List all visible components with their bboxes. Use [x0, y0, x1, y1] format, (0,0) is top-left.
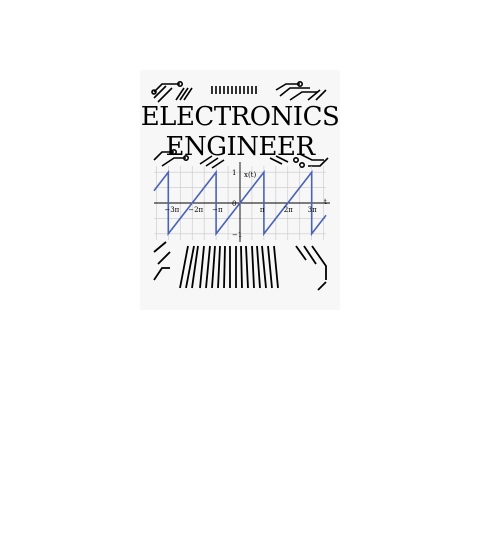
y-tick-label: 0 — [232, 200, 236, 208]
x-axis-label: t — [324, 198, 327, 206]
x-tick-label: −2π — [188, 206, 203, 214]
y-axis-label: x(t) — [244, 171, 256, 179]
bottom-circuit-traces — [153, 241, 327, 291]
x-tick-label: −π — [212, 206, 223, 214]
circuit-artwork: −3π −2π −π π 2π 3π 1 0 −1 x(t) t — [151, 81, 330, 291]
title-line-electronics: ELECTRONICS — [140, 102, 340, 132]
shirt-design: −3π −2π −π π 2π 3π 1 0 −1 x(t) t ELECTRONICS ENG… — [140, 70, 340, 310]
x-tick-label: −3π — [164, 206, 179, 214]
top-circuit-traces — [151, 81, 327, 103]
x-tick-label: 3π — [308, 206, 317, 214]
y-tick-label: 1 — [232, 169, 236, 177]
sawtooth-wave-line — [153, 169, 327, 237]
y-tick-label: −1 — [232, 231, 242, 239]
title-line-engineer: ENGINEER — [165, 132, 315, 162]
graph-tick-labels: −3π −2π −π π 2π 3π 1 0 −1 — [164, 169, 317, 239]
x-tick-label: π — [260, 206, 265, 214]
middle-circuit-traces — [153, 149, 329, 169]
x-tick-label: 2π — [284, 206, 293, 214]
